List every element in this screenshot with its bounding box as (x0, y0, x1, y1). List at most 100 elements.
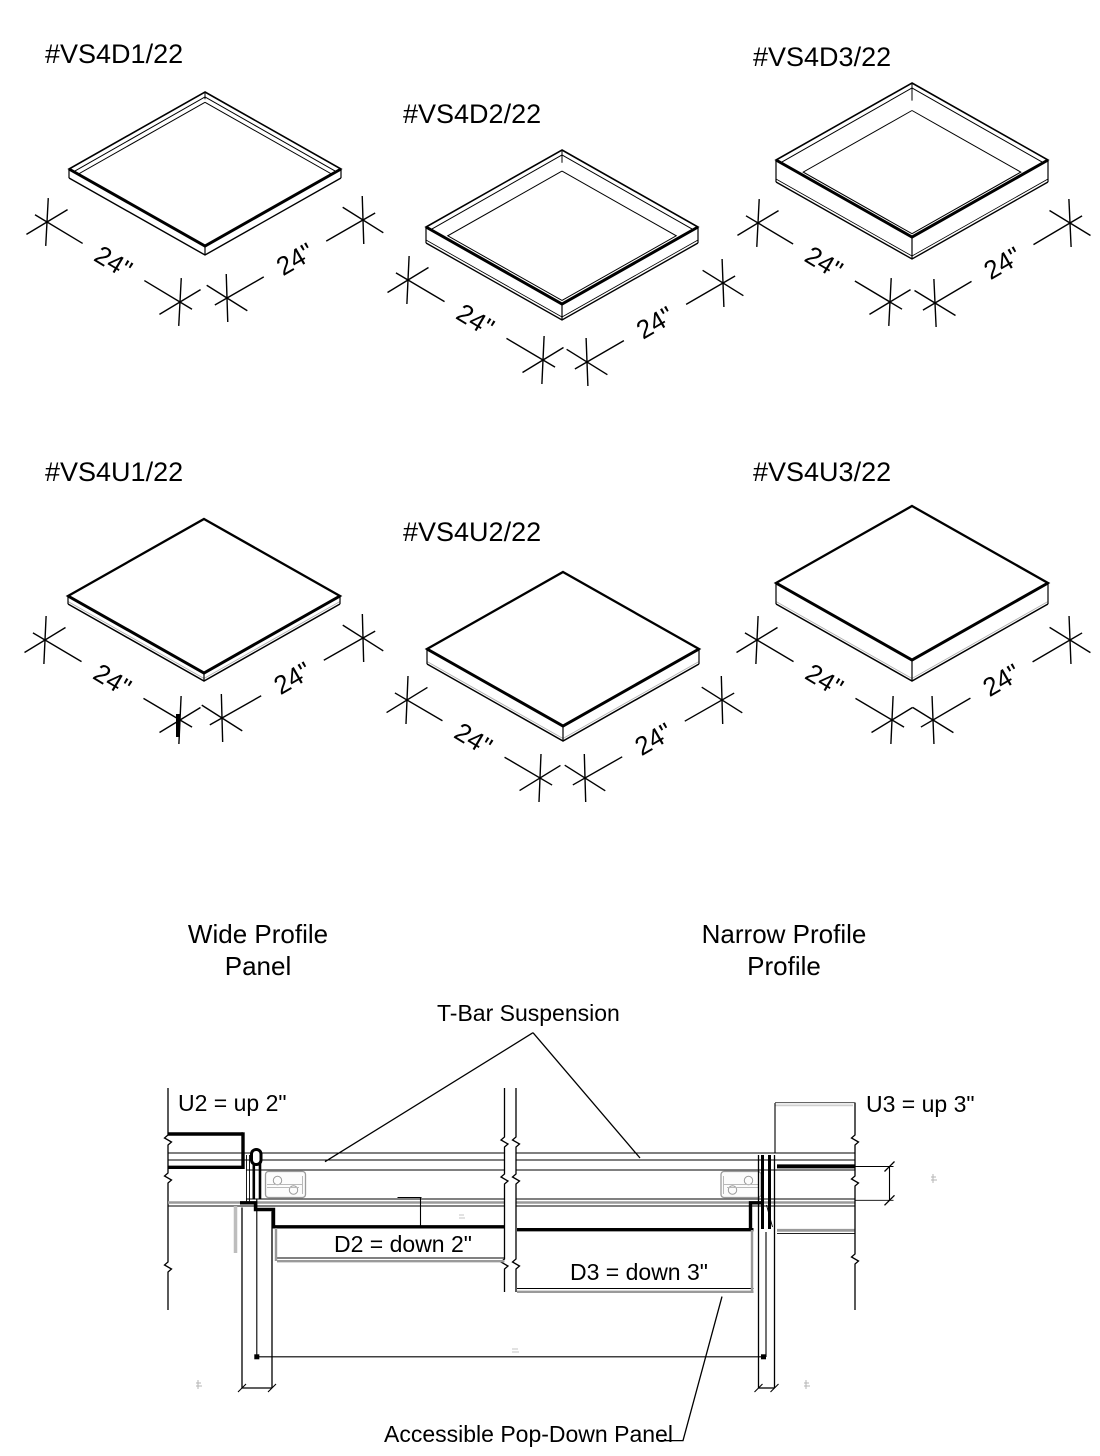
dim-line (685, 275, 736, 306)
right-boundary-line (850, 1103, 860, 1310)
dim-text: 24" (451, 297, 499, 342)
dim-tick-cross (159, 289, 201, 315)
dim-line (1032, 632, 1083, 663)
tbar-suspension-label: T-Bar Suspension (324, 1000, 641, 1163)
dim-text: 24" (271, 236, 319, 281)
dim-tick-cross (933, 278, 937, 328)
u3-label: U3 = up 3" (866, 1091, 975, 1117)
panel-drawing-vs4u1 (65, 517, 343, 682)
dim-tick-cross (721, 258, 725, 308)
tray-floor (802, 110, 1022, 235)
tray-outer-rim (67, 91, 343, 247)
tray-near-rim (68, 167, 342, 248)
tray-floor (446, 170, 678, 302)
dim-line (214, 276, 265, 306)
dim-line (745, 215, 794, 245)
dim-tick-cross (585, 337, 589, 387)
dimension-lines-vs4d2 (387, 255, 744, 387)
dim-line (143, 697, 193, 728)
slab-near-edge (775, 581, 1049, 662)
dim-text: 24" (631, 300, 679, 345)
dim-text: 24" (268, 655, 316, 700)
d3-label: D3 = down 3" (570, 1259, 708, 1285)
dim-tick-cross (737, 210, 779, 236)
dim-line (920, 697, 971, 728)
dim-tick-cross (522, 346, 564, 374)
dimension-lines-vs4u3 (736, 615, 1091, 745)
dim-tick-cross (387, 266, 429, 294)
suspension-band-lines (168, 1152, 855, 1207)
dim-tick-cross (720, 675, 724, 725)
slab-top-face (773, 504, 1051, 662)
panel-label-vs4u2: #VS4U2/22 (403, 517, 541, 547)
panel-drawing-vs4d1 (67, 91, 343, 256)
u2-panel-profile (168, 1132, 245, 1170)
dim-text: 24" (629, 716, 677, 761)
panel-drawing-vs4d3 (774, 82, 1050, 260)
dim-tick-cross (361, 613, 365, 663)
dim-line (143, 279, 193, 310)
panel-label-vs4u1: #VS4U1/22 (45, 457, 183, 487)
dim-tick-cross (869, 289, 911, 315)
dim-text: 24" (88, 657, 136, 702)
dim-line (32, 632, 82, 663)
dimension-lines-vs4u2 (386, 675, 743, 803)
dim-line (574, 339, 625, 370)
svg-text:T-Bar Suspension: T-Bar Suspension (437, 1000, 620, 1026)
popdown-label: Accessible Pop-Down Panel (384, 1421, 673, 1447)
narrow-profile-heading-line2: Profile (747, 951, 821, 981)
panel-label-vs4u3: #VS4U3/22 (753, 457, 891, 487)
tray-outer-rim (424, 149, 700, 305)
dim-line (395, 272, 445, 303)
panel-drawing-vs4d2 (424, 149, 700, 321)
dim-tick-cross (26, 209, 68, 235)
section-labels: U2 = up 2" U3 = up 3" D2 = down 2" D3 = … (178, 1090, 975, 1285)
dim-line (684, 692, 735, 722)
dim-line (572, 756, 623, 786)
slab-top-face (65, 517, 343, 675)
dim-line (1033, 215, 1083, 246)
dim-line (922, 280, 972, 311)
open-position-line (254, 1354, 766, 1360)
tray-rim-inner-offset (73, 96, 337, 173)
dim-tick-cross (1068, 198, 1072, 248)
cross-section-detail: Wide Profile Panel Narrow Profile Profil… (163, 919, 975, 1447)
dim-tick-cross (24, 626, 66, 654)
tbar-clip-right (720, 1170, 762, 1199)
dim-line (854, 280, 903, 310)
dim-tick-cross (361, 195, 365, 245)
narrow-profile-heading-line1: Narrow Profile (702, 919, 867, 949)
right-joint (761, 1155, 773, 1229)
dim-line (394, 692, 443, 722)
dim-tick-cross (871, 706, 913, 734)
tray-near-rim (425, 225, 699, 306)
panel-labels: #VS4D1/22 #VS4D2/22 #VS4D3/22 #VS4U1/22 … (45, 39, 891, 547)
dim-tick-cross (931, 695, 935, 745)
tbar-clip-left (264, 1170, 307, 1199)
dim-tick-cross (1068, 615, 1072, 665)
dim-text: 24" (800, 657, 848, 702)
wide-profile-heading-line2: Panel (225, 951, 292, 981)
d2-dim-tick (397, 1196, 422, 1227)
d3-pop-down-panel (517, 1201, 762, 1294)
slab-near-edge (67, 594, 341, 675)
tray-rim-inner-offset (430, 154, 694, 231)
panel-drawing-vs4u2 (424, 570, 702, 742)
dim-text: 24" (977, 657, 1025, 702)
dim-line (855, 697, 905, 728)
dim-tick-cross (386, 686, 428, 714)
section-headings: Wide Profile Panel Narrow Profile Profil… (188, 919, 866, 981)
right-dimension-bracket (855, 1161, 895, 1206)
dim-line (744, 632, 794, 663)
d2-pop-down-panel (240, 1201, 505, 1263)
dim-tick-cross (519, 764, 561, 792)
slab-near-edge (426, 647, 700, 728)
panel-label-vs4d1: #VS4D1/22 (45, 39, 183, 69)
suspension-pin (246, 1148, 263, 1202)
panel-label-vs4d3: #VS4D3/22 (753, 42, 891, 72)
center-break-lines (499, 1088, 521, 1292)
panel-drawing-vs4u3 (773, 504, 1051, 682)
dim-text: 24" (978, 240, 1026, 285)
